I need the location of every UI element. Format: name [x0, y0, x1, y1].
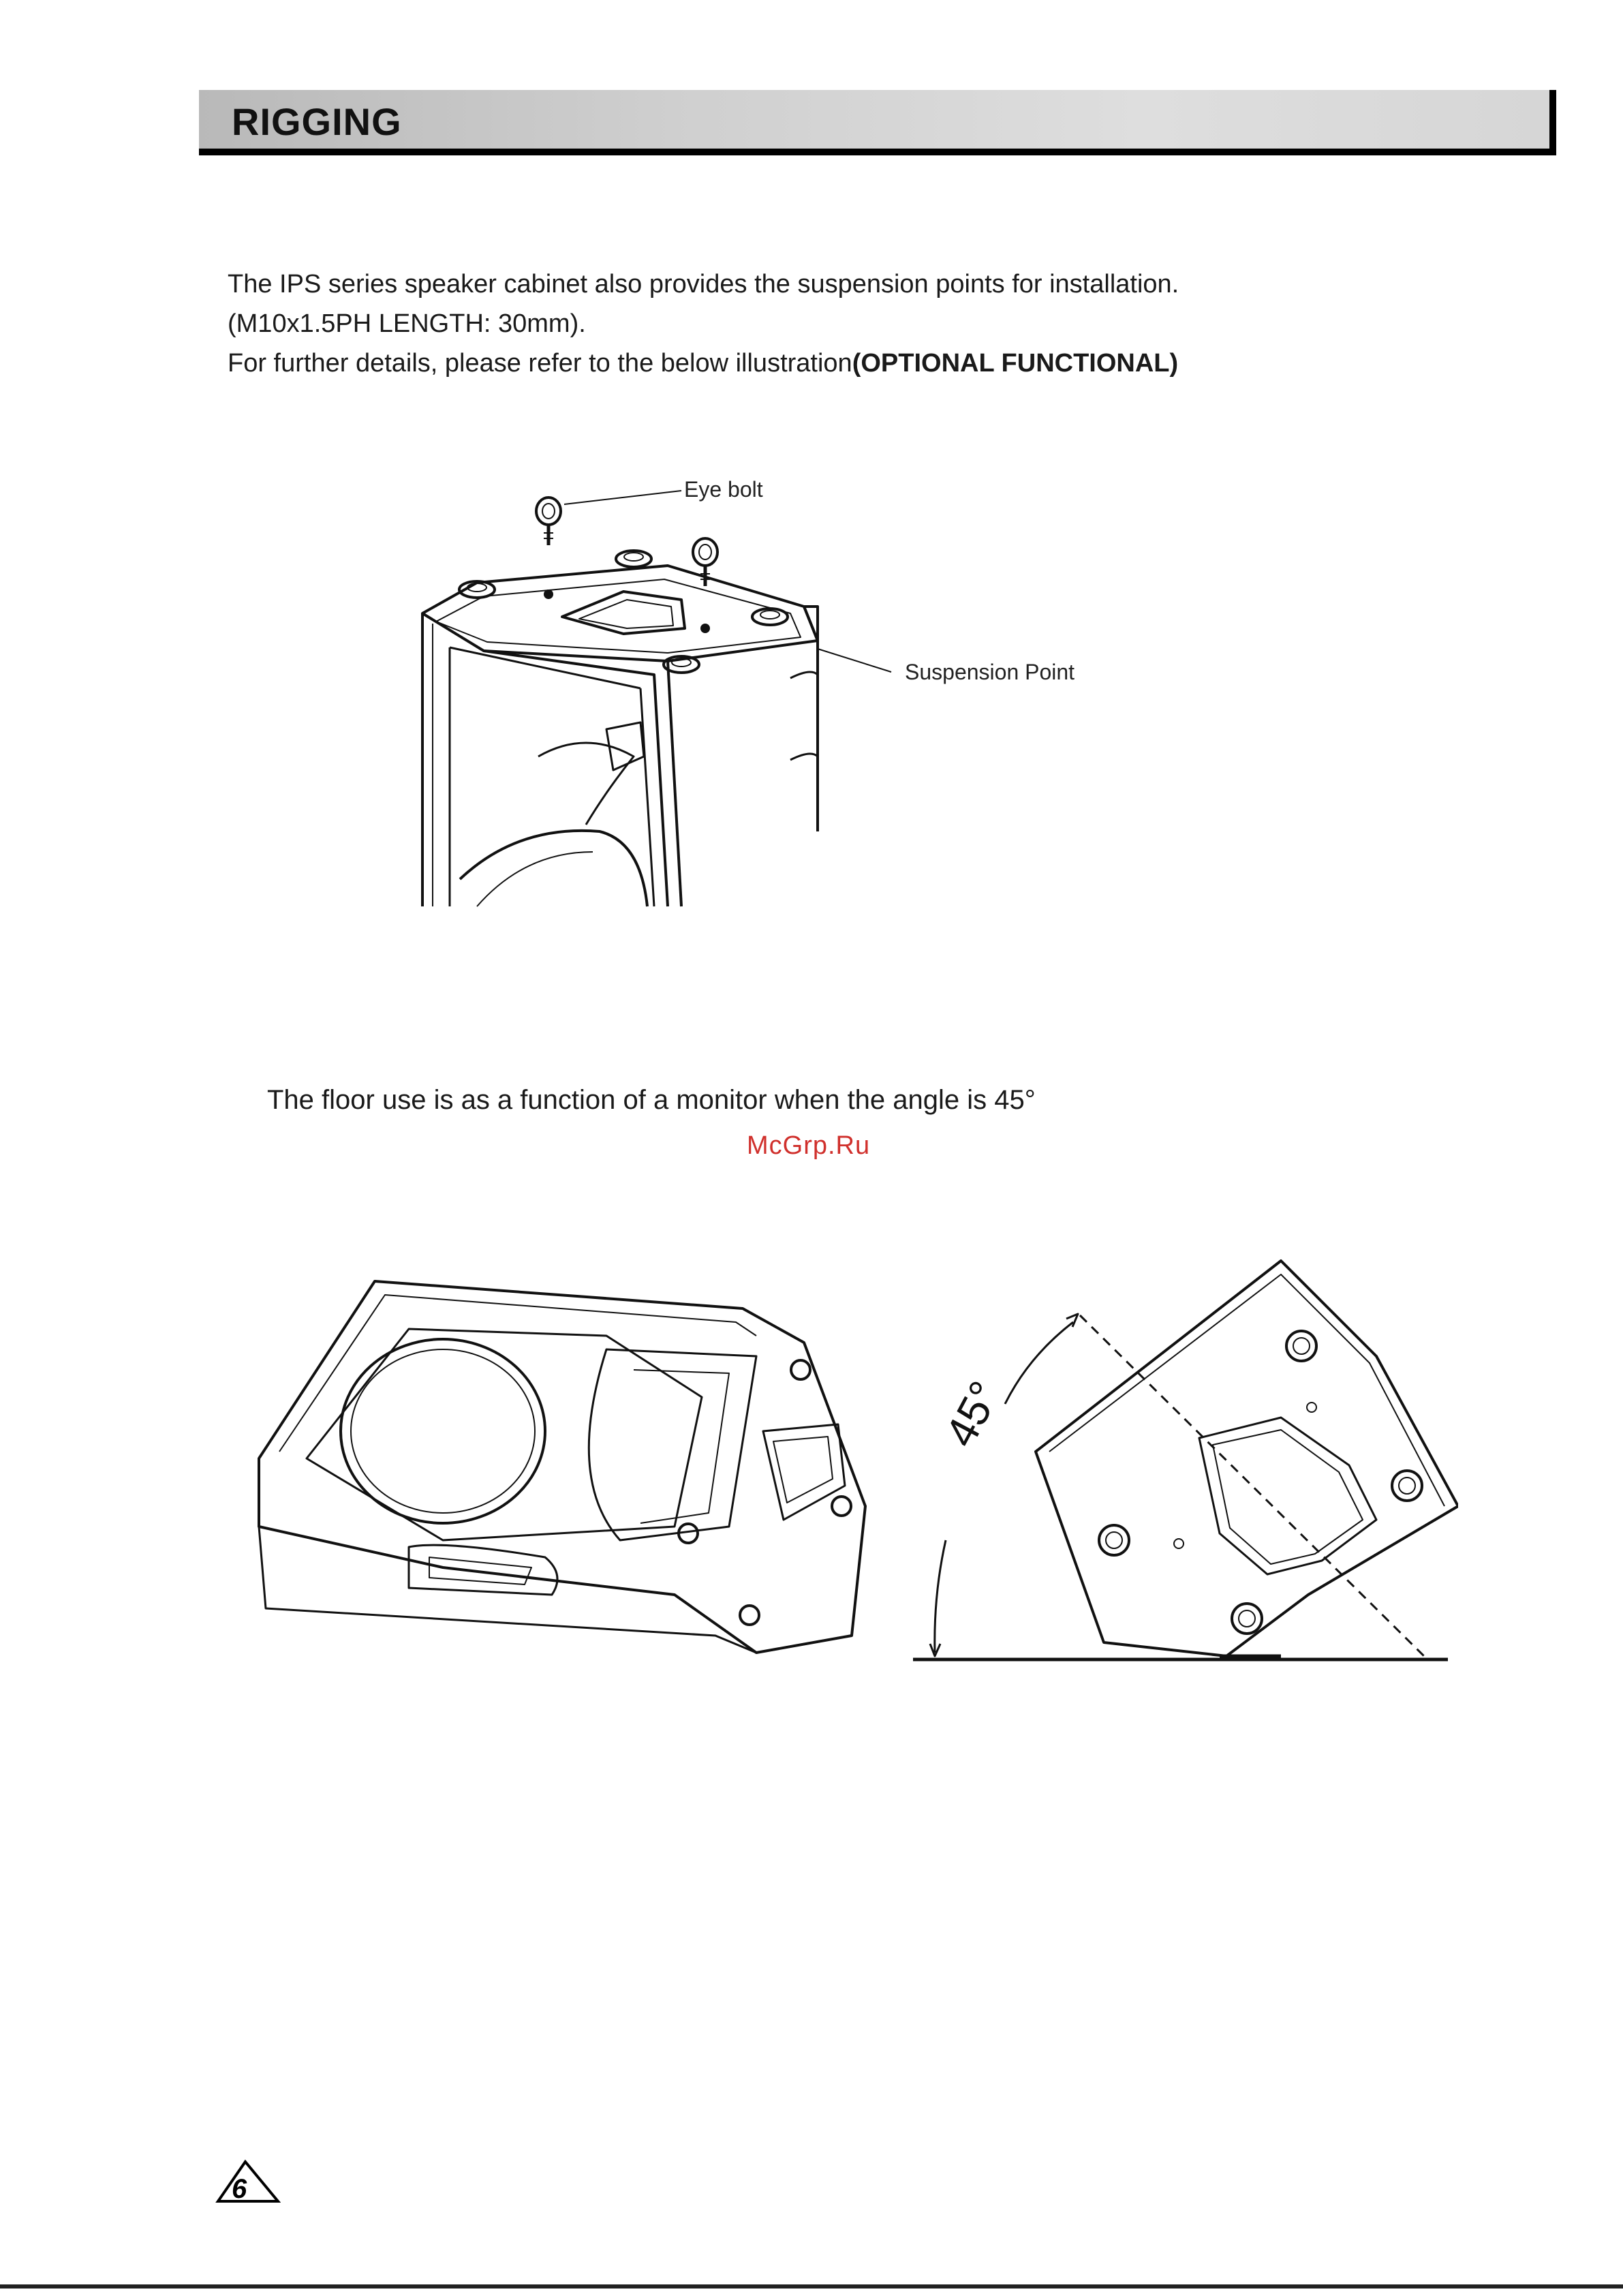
intro-line-3-text: For further details, please refer to the… [228, 349, 852, 378]
intro-line-3-bold: (OPTIONAL FUNCTIONAL) [852, 349, 1179, 378]
angle-illustration [913, 1259, 1458, 1662]
intro-line-3: For further details, please refer to the… [228, 343, 1179, 383]
floor-use-text: The floor use is as a function of a moni… [267, 1085, 1036, 1115]
bottom-rule [0, 2284, 1623, 2289]
eye-bolt-label: Eye bolt [684, 477, 763, 502]
intro-text: The IPS series speaker cabinet also prov… [228, 264, 1179, 383]
floor-monitor-illustration [258, 1280, 867, 1654]
suspension-point-label: Suspension Point [905, 660, 1075, 684]
intro-line-2: (M10x1.5PH LENGTH: 30mm). [228, 309, 586, 338]
section-header-bar [199, 90, 1556, 155]
rigging-illustration [421, 490, 892, 907]
section-title: RIGGING [232, 100, 402, 143]
watermark: McGrp.Ru [747, 1131, 871, 1160]
intro-line-1: The IPS series speaker cabinet also prov… [228, 270, 1179, 299]
page-number-text: 6 [232, 2174, 247, 2204]
page-number-badge [215, 2159, 281, 2203]
page-number: 6 [215, 2159, 281, 2204]
